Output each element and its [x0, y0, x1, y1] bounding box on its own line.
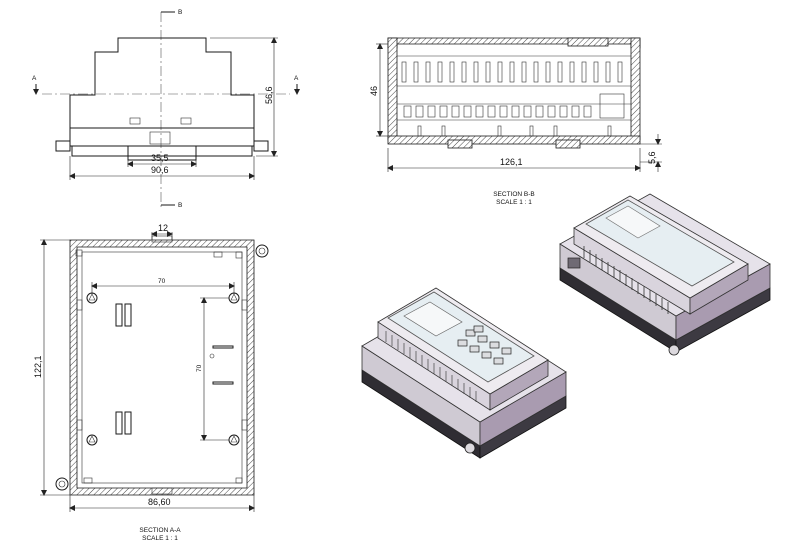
device2-terminal-row: [583, 246, 669, 314]
front-view: B B A A 56,6 35,5 90,6: [32, 9, 300, 210]
device2-connector: [567, 257, 581, 269]
dim-section-aa-hole-y: 70: [196, 364, 203, 372]
section-aa-inner-rim: [81, 251, 243, 484]
section-bb-caption: SECTION B-B: [493, 191, 535, 198]
section-mark-b-bottom: B: [178, 202, 182, 209]
device1-vent-strip: [385, 331, 477, 402]
dim-section-aa-width: 86,60: [148, 497, 171, 507]
section-bb-base-wall: [387, 135, 641, 145]
front-view-base: [71, 146, 253, 157]
section-bb-terminals: [403, 93, 625, 119]
section-bb-right-wall: [630, 37, 641, 141]
device1-keypad: [457, 325, 512, 365]
front-view-vent-left: [129, 117, 141, 125]
device1-display-window: [403, 301, 463, 337]
device2-display-window: [605, 205, 661, 239]
dim-section-aa-top: 12: [158, 223, 168, 233]
section-aa-bottom-slot: [151, 487, 173, 495]
front-view-left-clip: [55, 140, 71, 152]
front-view-outline: [69, 37, 255, 128]
dim-section-aa-hole-x: 70: [158, 278, 166, 285]
device1-rail-clip: [464, 442, 476, 454]
isometric-device-with-keypad: [361, 287, 567, 459]
section-aa-ear-top-right: [255, 244, 269, 258]
dim-section-aa-height: 122,1: [33, 355, 43, 378]
front-view-latch: [149, 131, 171, 145]
front-view-rail-slot: [127, 146, 197, 161]
section-bb-posts: [417, 125, 612, 137]
section-bb-display-frame: [567, 37, 609, 47]
section-bb-left-wall: [387, 37, 398, 141]
front-view-base-band: [69, 127, 255, 147]
isometric-device-plain: [559, 193, 771, 356]
section-bb-foot-left: [447, 139, 473, 149]
section-aa-interior-slots: [115, 303, 234, 435]
dim-section-bb-foot: 5,6: [647, 151, 657, 164]
section-mark-b-top: B: [178, 9, 182, 16]
dim-front-height: 56,6: [264, 86, 274, 104]
section-bb-scale: SCALE 1 : 1: [496, 199, 532, 206]
section-bb-view: 46 126,1 5,6 SECTION B-B SCALE 1 : 1: [369, 37, 662, 206]
dim-front-overall-width: 90,6: [151, 165, 169, 175]
section-bb-vent-slots: [401, 61, 623, 83]
front-view-vent-right: [180, 117, 192, 125]
section-mark-a-left: A: [32, 75, 37, 82]
front-view-right-clip: [253, 140, 269, 152]
dim-section-bb-height: 46: [369, 86, 379, 96]
section-mark-a-right: A: [294, 75, 299, 82]
dim-section-bb-length: 126,1: [500, 157, 523, 167]
section-bb-foot-right: [555, 139, 581, 149]
section-aa-ear-bottom-left: [55, 477, 69, 491]
section-aa-caption: SECTION A-A: [139, 527, 181, 534]
section-aa-mounting-holes: [86, 292, 240, 446]
section-aa-view: 12 70 70 122,1 86,60 SECTION A-A SCALE 1…: [33, 223, 269, 542]
dim-front-inner-width: 35,5: [151, 153, 169, 163]
device2-rail-clip: [668, 344, 680, 356]
section-aa-scale: SCALE 1 : 1: [142, 535, 178, 542]
